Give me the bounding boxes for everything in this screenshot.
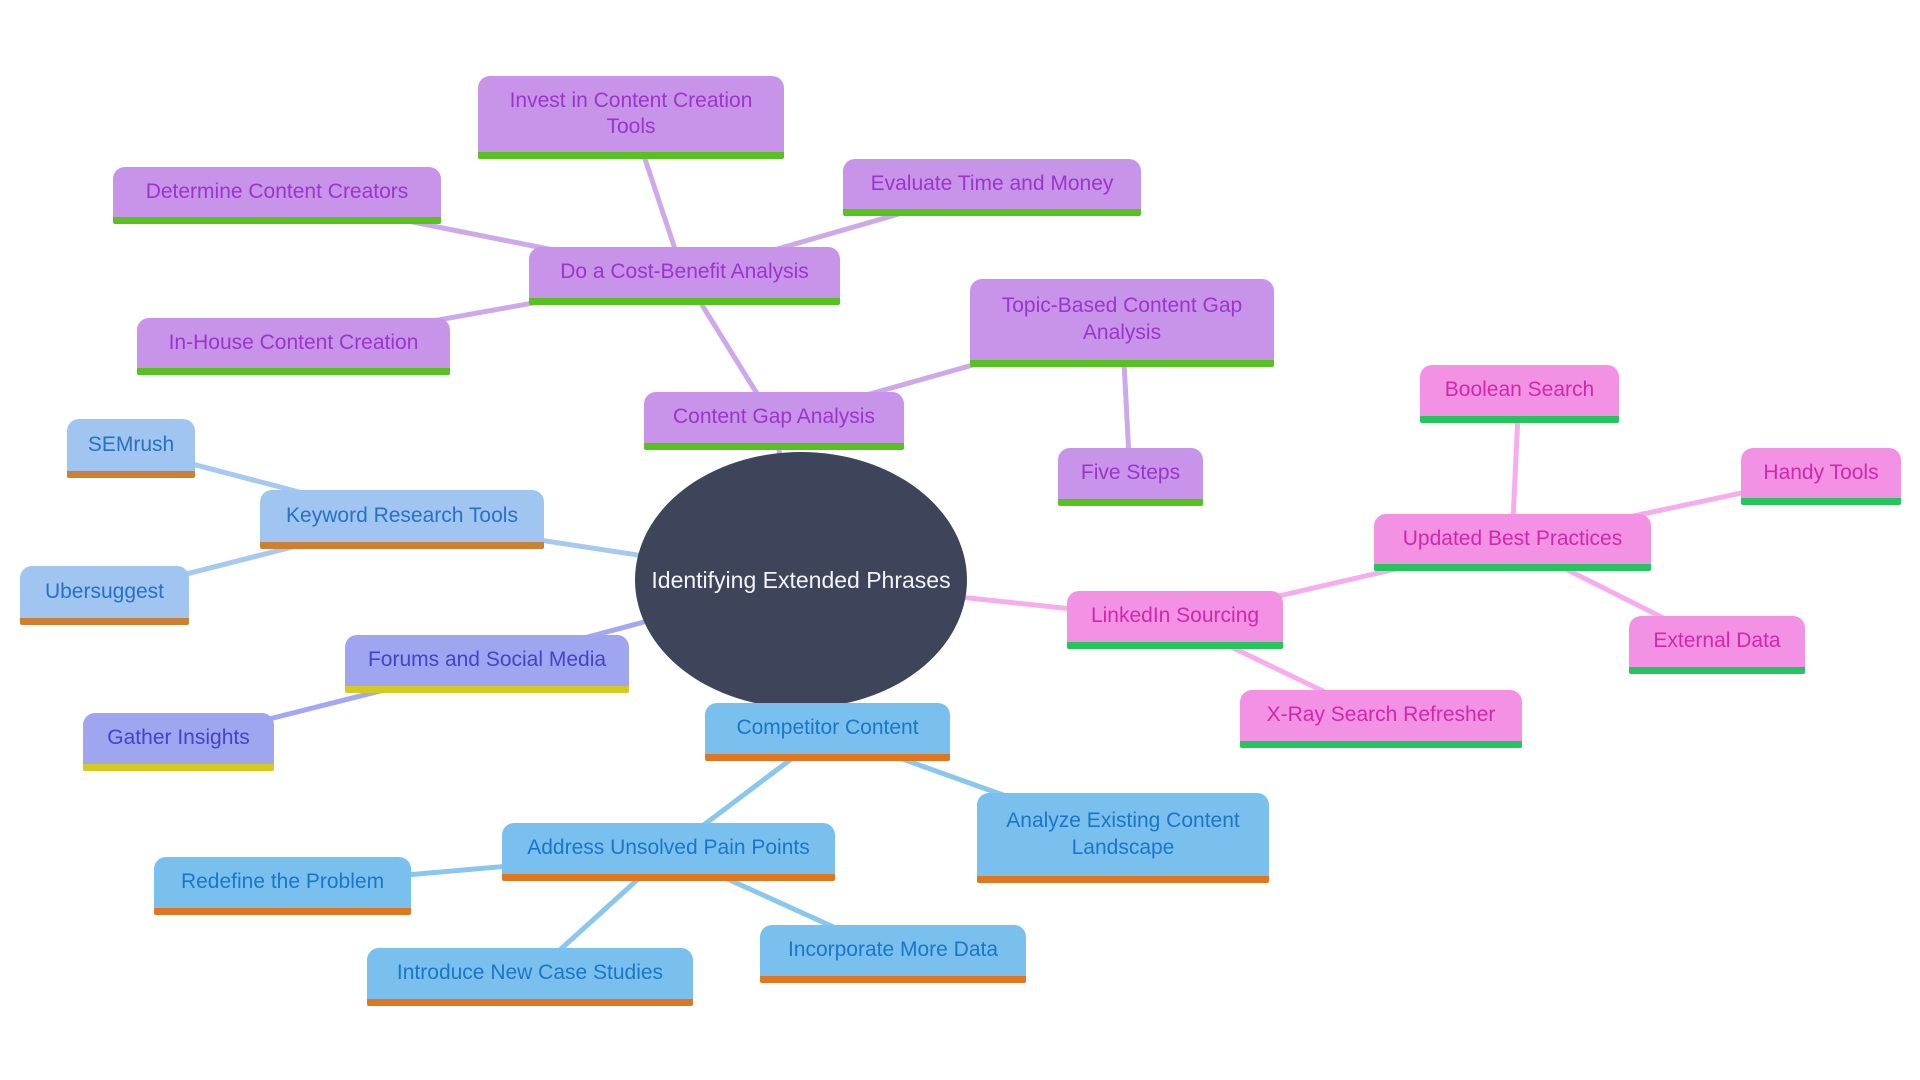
central-topic-node[interactable]: Identifying Extended Phrases [635,452,967,708]
node-determine-content-creators[interactable]: Determine Content Creators [113,167,441,224]
node-redefine-the-problem[interactable]: Redefine the Problem [154,857,411,915]
node-keyword-research-tools[interactable]: Keyword Research Tools [260,490,544,549]
node-linkedin-sourcing[interactable]: LinkedIn Sourcing [1067,591,1283,649]
node-topic-based-content-gap-analysis[interactable]: Topic-Based Content Gap Analysis [970,279,1274,367]
node-in-house-content-creation[interactable]: In-House Content Creation [137,318,450,375]
node-introduce-new-case-studies[interactable]: Introduce New Case Studies [367,948,693,1006]
node-invest-content-creation-tools[interactable]: Invest in Content Creation Tools [478,76,784,159]
node-boolean-search[interactable]: Boolean Search [1420,365,1619,423]
node-competitor-content[interactable]: Competitor Content [705,703,950,761]
node-xray-search-refresher[interactable]: X-Ray Search Refresher [1240,690,1522,748]
node-cost-benefit-analysis[interactable]: Do a Cost-Benefit Analysis [529,247,840,305]
node-evaluate-time-and-money[interactable]: Evaluate Time and Money [843,159,1141,216]
node-forums-and-social-media[interactable]: Forums and Social Media [345,635,629,693]
node-analyze-existing-content-landscape[interactable]: Analyze Existing Content Landscape [977,793,1269,883]
node-ubersuggest[interactable]: Ubersuggest [20,566,189,625]
node-incorporate-more-data[interactable]: Incorporate More Data [760,925,1026,983]
node-gather-insights[interactable]: Gather Insights [83,713,274,771]
node-handy-tools[interactable]: Handy Tools [1741,448,1901,505]
node-content-gap-analysis[interactable]: Content Gap Analysis [644,392,904,450]
node-updated-best-practices[interactable]: Updated Best Practices [1374,514,1651,571]
node-address-unsolved-pain-points[interactable]: Address Unsolved Pain Points [502,823,835,881]
node-five-steps[interactable]: Five Steps [1058,448,1203,506]
node-external-data[interactable]: External Data [1629,616,1805,674]
node-semrush[interactable]: SEMrush [67,419,195,478]
